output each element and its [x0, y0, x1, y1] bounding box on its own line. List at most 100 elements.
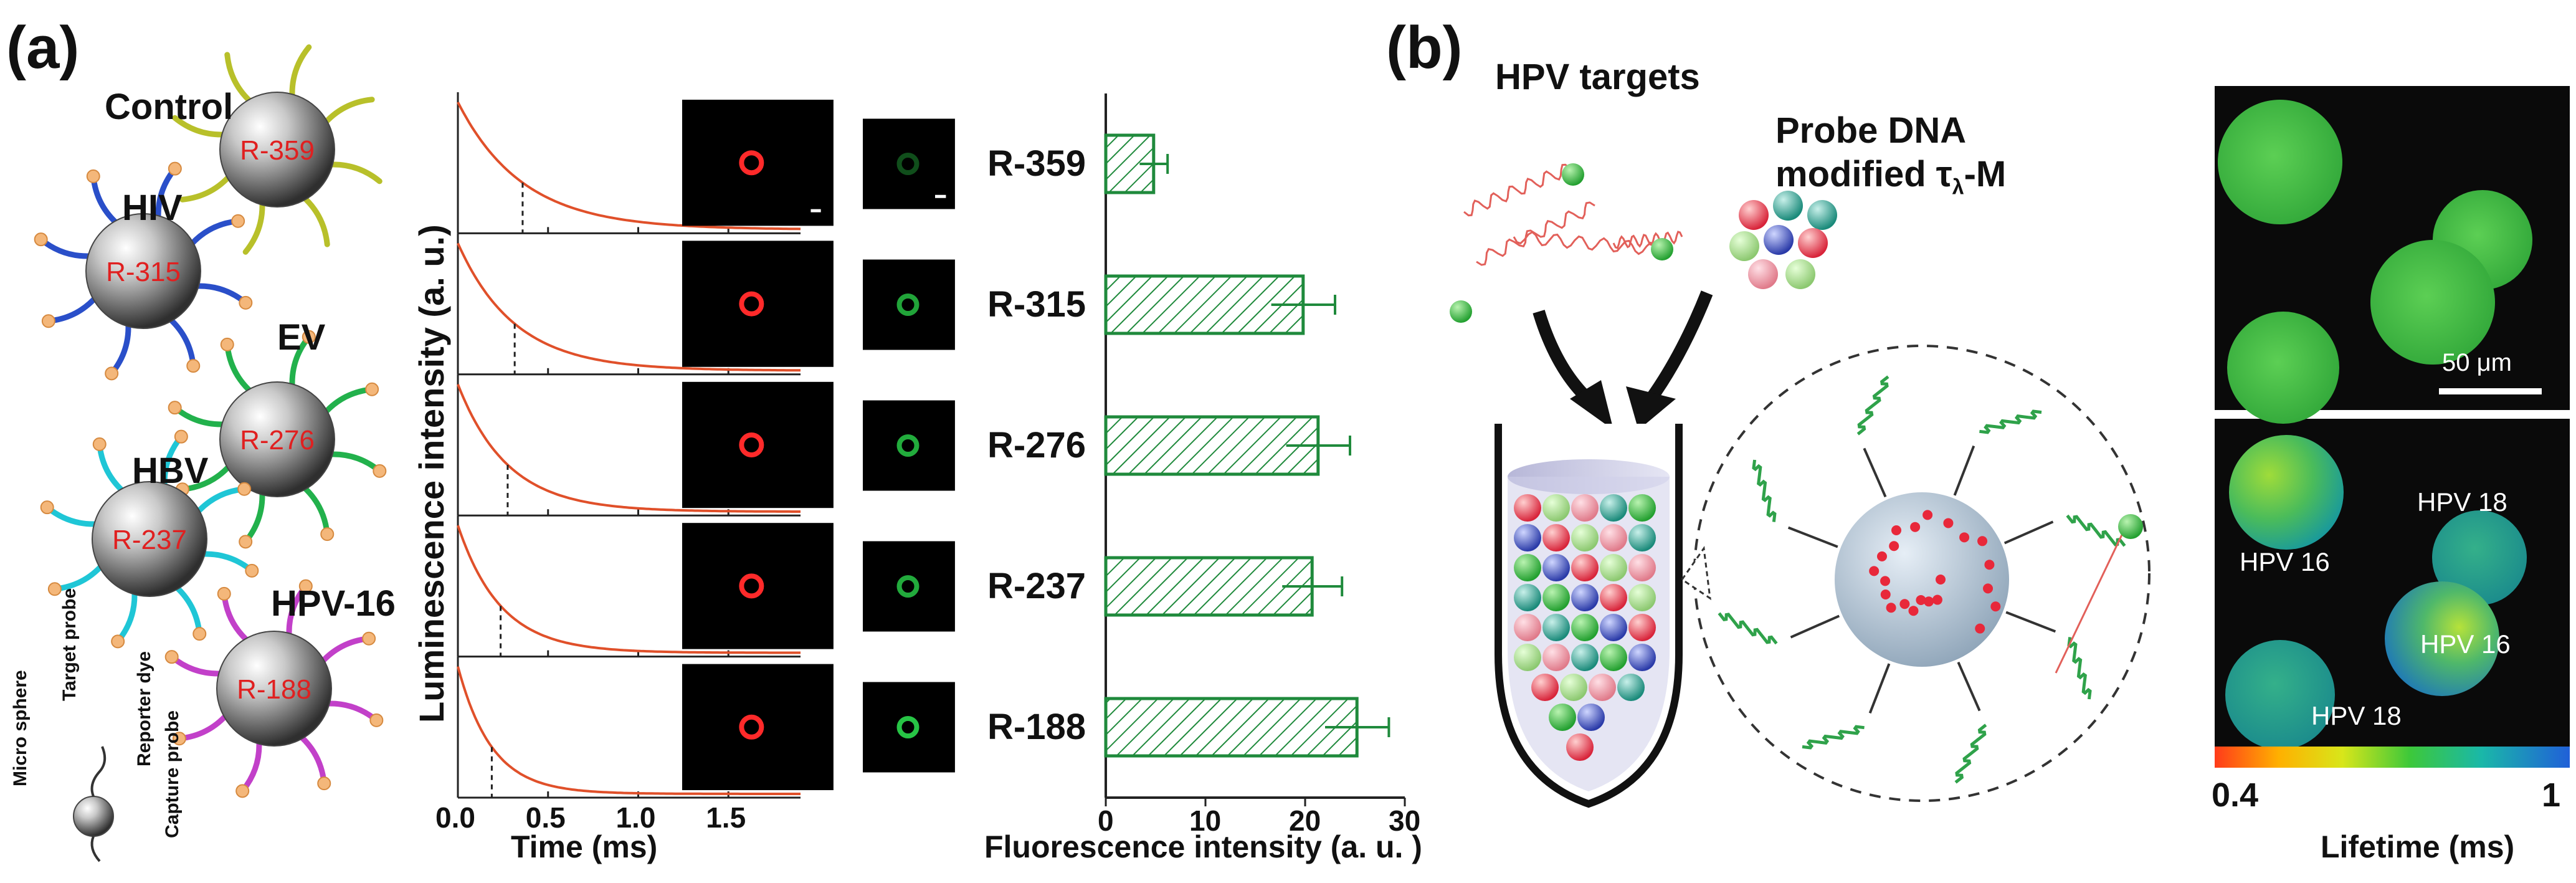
decay-subplot [457, 515, 834, 658]
fluorescence-inset-image [863, 400, 955, 491]
dye-dot [1880, 589, 1891, 600]
amide-linker [2003, 520, 2054, 545]
red-sphere-spot [739, 714, 764, 740]
decay-curve [457, 102, 801, 231]
microsphere-ball [219, 92, 335, 208]
tube-bead [1542, 524, 1570, 551]
microsphere-ball [92, 481, 207, 597]
tube-bead [1542, 584, 1570, 611]
tube-bead [1560, 674, 1587, 701]
arrow-right [1645, 290, 1713, 403]
panel-a-tag: (a) [6, 14, 80, 81]
microsphere-code: R-359 [240, 135, 315, 166]
tube-bead [1628, 494, 1656, 522]
sphere-label-control: Control [105, 87, 234, 127]
reporter-dye-dot [220, 337, 234, 351]
tube-bead [1514, 494, 1541, 522]
tube-bead [1577, 704, 1605, 731]
probe-bead [1807, 200, 1837, 230]
decay-curve [457, 666, 801, 795]
target-bead [1562, 163, 1584, 186]
reporter-dye-dot [298, 579, 313, 593]
hpv-targets-label: HPV targets [1495, 57, 1700, 97]
tube-bead [1600, 524, 1627, 551]
microsphere-ball [219, 381, 335, 497]
tube-bead [1628, 584, 1656, 611]
microsphere-hbv: R-237 [40, 429, 259, 649]
red-sphere-spot [739, 432, 764, 457]
tube-bead [1571, 644, 1599, 671]
reporter-dye-dot [365, 382, 379, 396]
amide-linker [1787, 526, 1838, 548]
green-sphere-spot [896, 716, 920, 738]
tube-bead [1571, 494, 1599, 522]
cell-label-hpv18-a: HPV 18 [2417, 487, 2507, 517]
tube-bead [1542, 494, 1570, 522]
tube-bead [1566, 733, 1594, 761]
tube-bead [1600, 584, 1627, 611]
cell-hpv18 [2225, 640, 2335, 750]
microsphere-control: R-359 [172, 44, 383, 255]
reporter-dye-dot [40, 500, 54, 515]
dye-dot [1869, 566, 1880, 576]
probe-dna-strand [1718, 612, 1778, 645]
tube-bead [1628, 524, 1656, 551]
decay-xlabel: Time (ms) [511, 829, 658, 864]
dye-dot [1922, 510, 1933, 520]
reporter-dye-dot [320, 527, 335, 542]
reporter-dye-dot [239, 295, 253, 310]
panel-b-tag: (b) [1386, 14, 1463, 81]
probe-dna-strand [1979, 409, 2042, 434]
luminescence-inset-image [682, 241, 834, 367]
dye-dot [1983, 583, 1994, 594]
tube-bead [1617, 674, 1645, 701]
tube-bead [1589, 674, 1616, 701]
tube-bead [1514, 644, 1541, 671]
amide-linker [1790, 614, 1840, 639]
cell-hpv16 [2385, 581, 2499, 696]
probe-dna-strand [1752, 459, 1777, 522]
microsphere-code: R-276 [240, 425, 315, 456]
reporter-dye-dot [317, 776, 331, 791]
tube-bead [1571, 554, 1599, 581]
decay-xtick-label: 0.0 [435, 801, 475, 834]
reporter-dye-dot [164, 650, 179, 664]
tube-bead [1514, 584, 1541, 611]
tube-bead [1571, 614, 1599, 641]
tube-bead [1542, 614, 1570, 641]
sphere-label-ev: EV [277, 317, 326, 358]
bar-R-276 [1104, 415, 1320, 476]
decay-curve [457, 384, 801, 513]
luminescence-inset-image [682, 664, 834, 790]
decay-subplot [457, 656, 834, 799]
reporter-dye-dot [302, 330, 316, 344]
legend-capture-strand [90, 836, 101, 862]
probe-dna-label: Probe DNA modified τλ-M [1775, 110, 2007, 199]
tube-bead [1514, 524, 1541, 551]
hpv-target-strand [1463, 163, 1571, 217]
fluorescence-inset-image [863, 259, 955, 350]
microsphere-hiv: R-315 [34, 161, 253, 381]
arrow-left-head [1570, 380, 1614, 430]
decay-curve [457, 525, 801, 654]
dye-dot [1932, 594, 1942, 605]
tube-bead [1628, 554, 1656, 581]
tube-bead [1600, 494, 1627, 522]
reporter-dye-dot [373, 464, 387, 478]
reporter-dye-dot [172, 732, 186, 746]
decay-xtick-label: 0.5 [525, 801, 566, 834]
cell-green [2218, 100, 2342, 224]
sphere-label-hiv: HIV [122, 188, 183, 228]
reporter-dye-dot [92, 437, 107, 451]
reporter-dye-dot [105, 366, 119, 381]
tube-bead [1600, 614, 1627, 641]
red-sphere-spot [739, 291, 764, 317]
reporter-dye-dot [47, 582, 62, 596]
tube-bead [1531, 674, 1559, 701]
reporter-dye-dot [237, 482, 252, 496]
fluorescence-inset-image [863, 118, 955, 209]
cell-hpv16 [2229, 435, 2344, 550]
